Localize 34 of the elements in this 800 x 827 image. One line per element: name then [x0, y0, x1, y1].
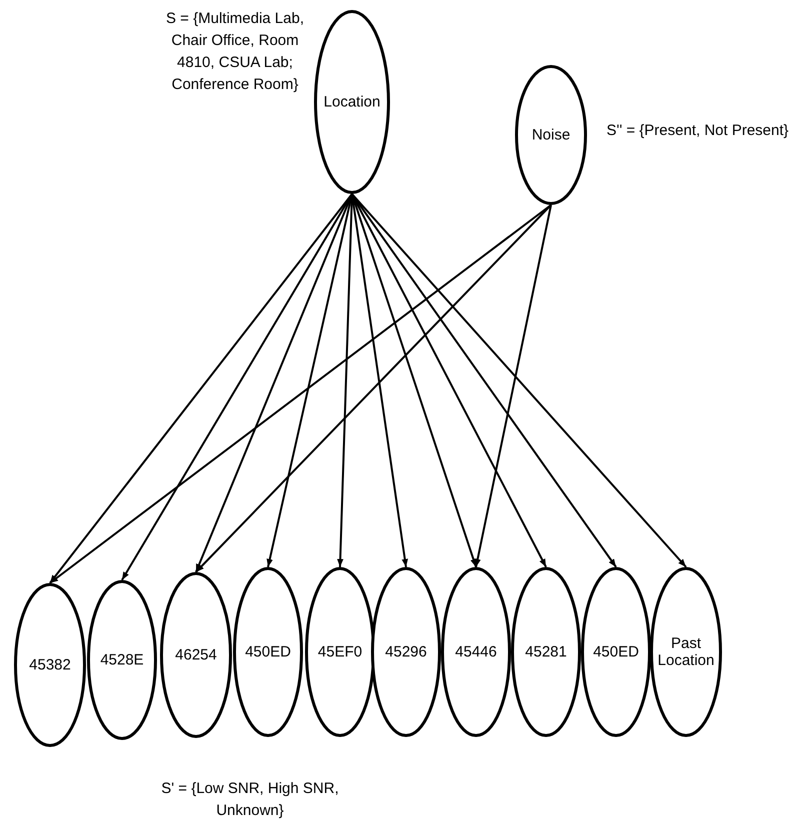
ellipse-node	[160, 572, 232, 738]
node-label: 45296	[384, 644, 428, 660]
arrow	[351, 193, 617, 568]
node-label: Noise	[530, 126, 572, 144]
node-label: 46254	[174, 646, 218, 664]
node-label: Past Location	[656, 635, 716, 669]
arrow	[121, 193, 353, 581]
arrow	[49, 204, 552, 584]
state-set-label: S = {Multimedia Lab, Chair Office, Room 4810, CSUA Lab; Conference Room}	[165, 9, 305, 95]
node-label: 4528E	[99, 652, 145, 668]
arrow	[351, 193, 687, 568]
ellipse-node	[314, 10, 390, 194]
node-label: 45446	[454, 644, 498, 660]
ellipse-node	[581, 567, 651, 737]
ellipse-node	[441, 567, 511, 737]
ellipse-node	[371, 567, 441, 737]
node-label: 450ED	[592, 644, 640, 660]
node-label: 45281	[524, 644, 568, 660]
node-label: 45382	[28, 656, 72, 674]
ellipse-node	[650, 567, 722, 737]
state-set-label: S' = {Low SNR, High SNR, Unknown}	[160, 779, 340, 821]
ellipse-node	[87, 580, 157, 740]
node-label: 450ED	[244, 644, 292, 660]
arrow	[195, 204, 552, 573]
ellipse-node	[233, 567, 303, 737]
state-set-label: S'' = {Present, Not Present}	[605, 121, 790, 141]
arrow	[474, 204, 552, 568]
ellipse-node	[515, 65, 587, 205]
arrow	[49, 193, 353, 584]
ellipse-node	[511, 567, 581, 737]
ellipse-node	[14, 583, 86, 747]
ellipse-node	[305, 567, 375, 737]
node-label: Location	[322, 94, 382, 110]
node-label: 45EF0	[316, 644, 364, 660]
